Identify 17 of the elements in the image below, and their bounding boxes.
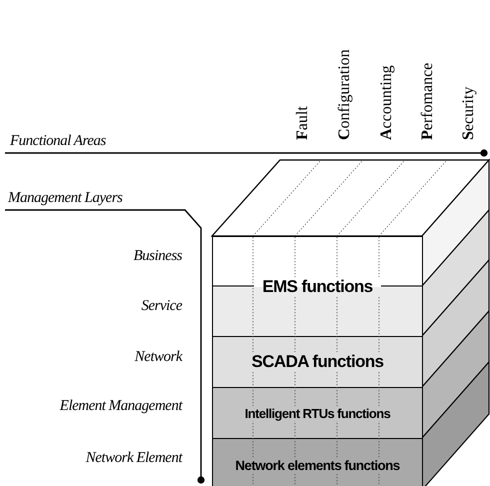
functional-area-label: Accounting (378, 65, 396, 140)
functional-area-label: Perfomance (419, 62, 437, 140)
layer-band (212, 336, 423, 388)
axis-title: Management Layers (8, 190, 122, 207)
functional-area-label: Fault (294, 106, 312, 140)
layer-band (212, 236, 423, 337)
layer-band (212, 387, 423, 439)
axis-title: Functional Areas (10, 133, 106, 150)
layer-name: Business (134, 248, 182, 265)
functional-area-label: Configuration (336, 49, 354, 140)
layer-band (212, 438, 423, 486)
layer-name: Network Element (86, 450, 182, 467)
layer-name: Element Management (60, 398, 182, 415)
layer-name: Network (134, 349, 182, 366)
layer-name: Service (141, 298, 182, 315)
functional-area-label: Security (460, 86, 478, 140)
layer-function-label: EMS functions (254, 276, 381, 296)
